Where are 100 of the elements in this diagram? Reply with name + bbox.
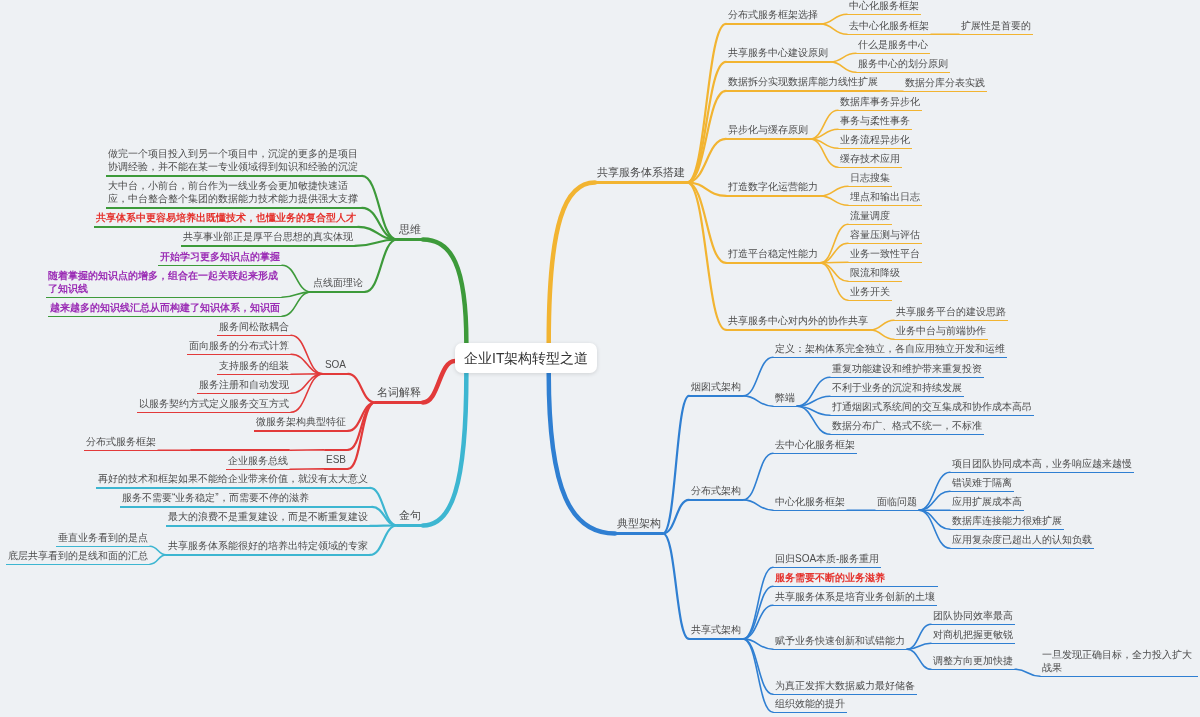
subtopic: 一旦发现正确目标，全力投入扩大战果 [1040, 648, 1198, 677]
subtopic: 支持服务的组装 [217, 359, 291, 375]
branch-line [1014, 668, 1041, 677]
subtopic: 打通烟囱式系统间的交互集成和协作成本高昂 [830, 400, 1034, 416]
subtopic: 再好的技术和框架如果不能给企业带来价值，就没有太大意义 [96, 472, 370, 489]
branch-line [819, 262, 849, 301]
subtopic: 越来越多的知识线汇总从而构建了知识体系，知识面 [48, 301, 282, 317]
subtopic: 共享体系中更容易培养出既懂技术，也懂业务的复合型人才 [94, 211, 358, 228]
branch-line [346, 372, 377, 404]
subtopic: 异步化与缓存原则 [726, 123, 810, 140]
subtopic: 重复功能建设和维护带来重复投资 [830, 362, 984, 378]
subtopic: ESB [324, 453, 348, 470]
subtopic: 去中心化服务框架 [773, 438, 857, 454]
subtopic: 错误难于隔离 [950, 476, 1014, 492]
subtopic: 数据分库分表实践 [903, 76, 987, 92]
subtopic: 打造数字化运营能力 [726, 180, 820, 197]
subtopic: 分布式服务框架选择 [726, 8, 820, 25]
subtopic: 回归SOA本质-服务重用 [773, 552, 882, 568]
subtopic: 应用扩展成本高 [950, 495, 1024, 511]
branch-line [819, 23, 848, 35]
subtopic: 弊端 [773, 391, 797, 407]
subtopic: 服务注册和自动发现 [197, 378, 291, 394]
subtopic: 微服务架构典型特征 [254, 415, 348, 432]
subtopic: 共享服务中心对内外的协作共享 [726, 314, 870, 331]
subtopic: 垂直业务看到的是点 [56, 531, 150, 547]
subtopic: 业务开关 [848, 285, 892, 301]
subtopic: 数据分布广、格式不统一，不标准 [830, 419, 984, 435]
branch-line [796, 405, 831, 416]
subtopic: 对商机把握更敏锐 [931, 628, 1015, 644]
branch-line [685, 137, 728, 184]
subtopic: 数据库连接能力很难扩展 [950, 514, 1064, 530]
subtopic: 服务中心的划分原则 [856, 57, 950, 73]
branch-line [918, 509, 951, 549]
branch-line [846, 509, 876, 511]
branch-line [742, 585, 774, 640]
subtopic: 烟囱式架构 [689, 380, 743, 397]
subtopic: 共享事业部正是厚平台思想的真实体现 [181, 230, 355, 247]
branch-line [906, 648, 932, 670]
subtopic: 中心化服务框架 [773, 495, 847, 511]
subtopic: 分布式架构 [689, 484, 743, 501]
subtopic: 事务与柔性事务 [838, 114, 912, 130]
subtopic: 应用复杂度已超出人的认知负载 [950, 533, 1094, 549]
main-topic: 典型架构 [615, 517, 663, 535]
branch-line [829, 61, 857, 73]
branch-line [368, 524, 399, 527]
subtopic: 流量调度 [848, 209, 892, 225]
subtopic: 点线面理论 [311, 276, 365, 293]
subtopic: 最大的浪费不是重复建设，而是不断重复建设 [166, 510, 370, 527]
branch-line [930, 33, 960, 35]
subtopic: 中心化服务框架 [847, 0, 921, 15]
subtopic: 共享服务体系能很好的培养出特定领域的专家 [166, 539, 370, 556]
subtopic: 共享服务体系是培育业务创新的土壤 [773, 590, 937, 606]
branch-line [869, 329, 895, 340]
subtopic: 做完一个项目投入到另一个项目中，沉淀的更多的是项目协调经验，并不能在某一专业领域得到知识和经验的沉淀 [106, 147, 362, 177]
subtopic: 业务中台与前端协作 [894, 324, 988, 340]
subtopic: 共享式架构 [689, 623, 743, 640]
subtopic: 去中心化服务框架 [847, 19, 931, 35]
subtopic: 服务不需要“业务稳定”，而需要不停的滋养 [120, 491, 372, 508]
branch-line [289, 468, 325, 470]
subtopic: 限流和降级 [848, 266, 902, 282]
branch-line [661, 498, 691, 535]
branch-line [346, 401, 377, 451]
subtopic: 团队协同效率最高 [931, 609, 1015, 625]
branch-line [742, 638, 774, 713]
branch-line [289, 449, 325, 451]
subtopic: 底层共享看到的是线和面的汇总 [6, 549, 150, 565]
subtopic: 随着掌握的知识点的增多，组合在一起关联起来形成了知识线 [46, 269, 282, 298]
central-topic: 企业IT架构转型之道 [455, 343, 598, 373]
branch-line [368, 524, 399, 556]
subtopic: 共享服务平台的建设思路 [894, 305, 1008, 321]
branch-line [661, 532, 691, 640]
subtopic: 打造平台稳定性能力 [726, 247, 820, 264]
branch-line [742, 638, 774, 695]
subtopic: 定义：架构体系完全独立，各自应用独立开发和运维 [773, 342, 1007, 358]
branch-line [157, 449, 191, 451]
main-topic: 共享服务体系搭建 [595, 166, 687, 184]
branch-line [546, 370, 618, 536]
subtopic: 日志搜集 [848, 171, 892, 187]
branch-line [819, 195, 849, 206]
branch-underline [324, 448, 348, 451]
branch-underline [190, 449, 290, 451]
branch-line [346, 401, 377, 470]
subtopic: 业务一致性平台 [848, 247, 922, 263]
branch-line [290, 373, 324, 413]
subtopic: 分布式服务框架 [84, 435, 158, 451]
subtopic: 调整方向更加快捷 [931, 654, 1015, 670]
subtopic: 企业服务总线 [226, 454, 290, 470]
main-topic: 名词解释 [375, 386, 423, 404]
branch-line [796, 395, 831, 407]
branch-line [546, 180, 598, 346]
branch-line [796, 405, 831, 435]
subtopic: 赋予业务快速创新和试错能力 [773, 634, 907, 650]
branch-line [742, 452, 774, 501]
branch-line [420, 370, 469, 528]
branch-line [149, 545, 167, 556]
branch-line [809, 138, 839, 168]
subtopic: 面临问题 [875, 495, 919, 511]
branch-line [661, 394, 691, 535]
branch-line [918, 509, 951, 511]
branch-line [420, 237, 469, 346]
